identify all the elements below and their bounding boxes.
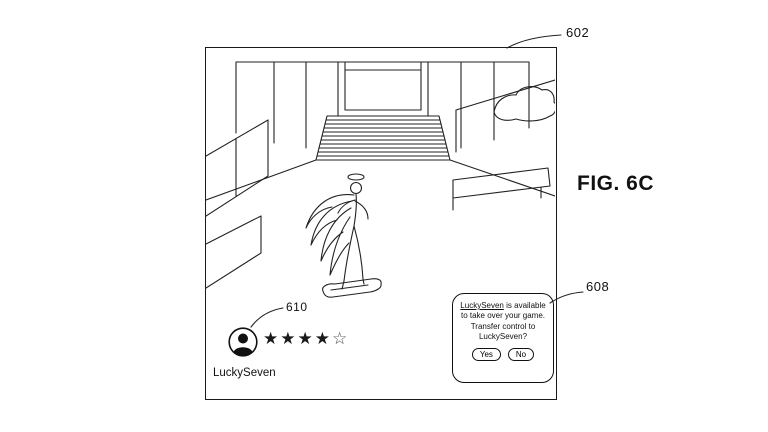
no-button[interactable]: No [507, 347, 535, 361]
rock-formation [493, 86, 555, 122]
game-screen-frame [205, 47, 557, 400]
character-torso [353, 193, 357, 227]
character-figure [305, 173, 382, 298]
star-empty-icon: ☆ [331, 329, 350, 349]
takeover-dialog: LuckySeven is available to take over you… [452, 293, 554, 383]
ref-numeral-610: 610 [286, 300, 308, 314]
player-avatar [228, 327, 258, 357]
character-wings [305, 194, 355, 276]
hoverboard [322, 278, 382, 298]
ref-numeral-608: 608 [586, 279, 610, 294]
figure-label: FIG. 6C [577, 172, 655, 195]
yes-button[interactable]: Yes [471, 347, 501, 361]
game-scene-drawing [206, 61, 555, 298]
dialog-player-link[interactable]: LuckySeven [460, 301, 504, 310]
halo [347, 173, 365, 181]
left-wall [206, 119, 269, 289]
avatar-icon [228, 327, 258, 357]
dialog-message: LuckySeven is available to take over you… [459, 301, 547, 343]
player-name-label: LuckySeven [213, 367, 276, 379]
character-legs [341, 225, 365, 290]
dialog-button-row: Yes No [459, 347, 547, 361]
back-wall [206, 61, 555, 201]
character-arms [337, 199, 369, 220]
right-wall [452, 79, 555, 211]
doorway [337, 61, 429, 117]
star-filled-icons: ★★★★ [263, 329, 332, 349]
player-rating: ★★★★☆ [263, 329, 349, 349]
staircase [315, 115, 451, 161]
ref-numeral-602: 602 [566, 25, 590, 40]
character-head [349, 181, 363, 195]
dialog-message-rest: is available to take over your game. Tra… [460, 301, 546, 342]
